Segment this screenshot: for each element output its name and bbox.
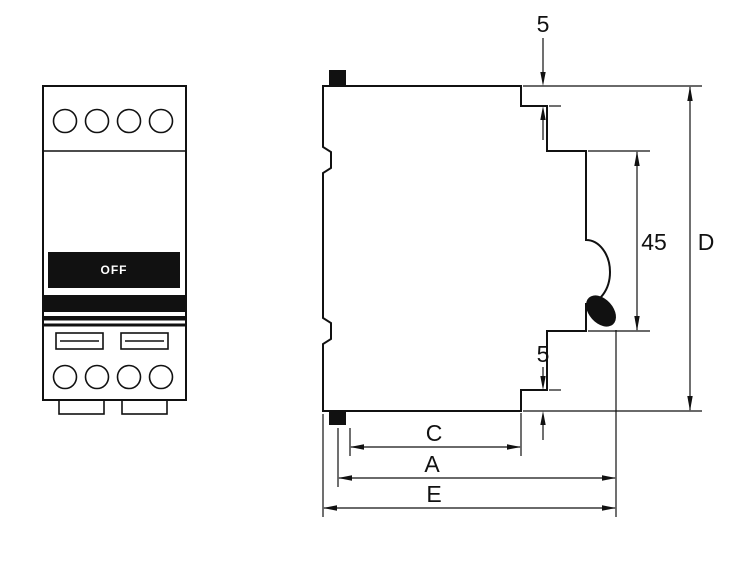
terminal-slot-right xyxy=(120,332,169,350)
arrow-bottom-step-up xyxy=(540,411,546,425)
switch-rocker xyxy=(48,252,180,288)
dim-label-bottom-step: 5 xyxy=(537,341,550,367)
terminal-screw-bottom-1 xyxy=(52,364,78,390)
arrow-bottom-step-down xyxy=(540,376,546,390)
dim-label-e: E xyxy=(426,481,441,507)
terminal-screw-bottom-4 xyxy=(148,364,174,390)
arrow-45-up xyxy=(634,151,640,166)
terminal-screw-top-3 xyxy=(116,108,142,134)
vent-strip-1 xyxy=(44,316,185,321)
terminal-screw-top-1 xyxy=(52,108,78,134)
side-view xyxy=(322,70,616,425)
dim-label-d: D xyxy=(698,229,715,255)
arrow-d-down xyxy=(687,396,693,411)
front-view: OFF xyxy=(42,85,187,415)
arrow-top-step-down xyxy=(540,72,546,86)
din-clip-bottom xyxy=(329,411,346,425)
dim-label-a: A xyxy=(424,451,440,477)
terminal-screw-top-2 xyxy=(84,108,110,134)
switch-base-band xyxy=(44,295,185,312)
front-view-outline xyxy=(42,85,187,401)
toggle-handle xyxy=(586,295,616,327)
arrow-a-left xyxy=(338,475,352,481)
arrow-top-step-up xyxy=(540,106,546,120)
arrow-c-left xyxy=(350,444,364,450)
arrow-d-up xyxy=(687,86,693,101)
terminal-screw-bottom-3 xyxy=(116,364,142,390)
vent-strip-2 xyxy=(44,323,185,327)
arrow-a-right xyxy=(602,475,616,481)
arrow-e-right xyxy=(602,505,616,511)
dim-label-45: 45 xyxy=(641,229,667,255)
arrow-e-left xyxy=(323,505,337,511)
dim-label-top-step: 5 xyxy=(537,11,550,37)
terminal-screw-bottom-2 xyxy=(84,364,110,390)
arrow-45-down xyxy=(634,316,640,331)
mounting-tab-left xyxy=(58,399,105,415)
dimension-annotations: 5 45 D 5 C A E xyxy=(322,11,715,517)
terminal-slot-left xyxy=(55,332,104,350)
dim-label-c: C xyxy=(426,420,443,446)
terminal-screw-top-4 xyxy=(148,108,174,134)
side-profile-outline xyxy=(322,85,611,412)
din-clip-top xyxy=(329,70,346,86)
switch-state-label: OFF xyxy=(101,263,128,277)
mounting-tab-right xyxy=(121,399,168,415)
arrow-c-right xyxy=(507,444,521,450)
